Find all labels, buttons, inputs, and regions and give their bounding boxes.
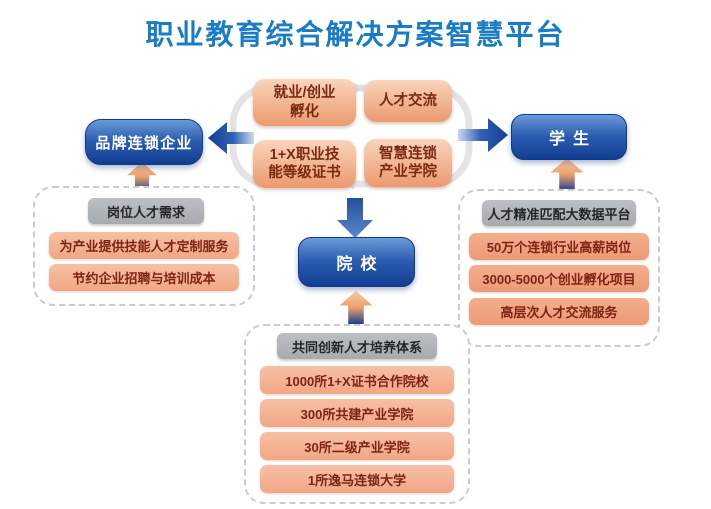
hub-college: 院校 bbox=[298, 237, 415, 287]
cycle-box-employment-incubation: 就业/创业 孵化 bbox=[253, 79, 356, 126]
arrow-up-from-left-group bbox=[127, 162, 157, 192]
cycle-box-smart-chain-college: 智慧连锁 产业学院 bbox=[364, 139, 452, 187]
hub-label: 品牌连锁企业 bbox=[95, 134, 193, 152]
hub-label: 学生 bbox=[548, 131, 597, 148]
hub-brand-chain-enterprise: 品牌连锁企业 bbox=[85, 119, 203, 165]
panel-header: 人才精准匹配大数据平台 bbox=[482, 200, 636, 226]
panel-header: 岗位人才需求 bbox=[88, 198, 204, 224]
panel-item: 30所二级产业学院 bbox=[260, 432, 454, 460]
arrow-up-from-right-group bbox=[550, 158, 584, 191]
panel-item: 3000-5000个创业孵化项目 bbox=[469, 265, 649, 292]
panel-item: 50万个连锁行业高薪岗位 bbox=[469, 233, 649, 260]
panel-item: 300所共建产业学院 bbox=[260, 399, 454, 427]
cycle-box-1x-certificate: 1+X职业技 能等级证书 bbox=[253, 140, 356, 188]
page-title: 职业教育综合解决方案智慧平台 bbox=[145, 19, 566, 50]
arrow-right-to-student bbox=[458, 118, 508, 152]
hub-student: 学生 bbox=[511, 114, 627, 160]
arrow-down-to-college bbox=[337, 198, 373, 238]
panel-item: 1000所1+X证书合作院校 bbox=[260, 366, 454, 394]
arrow-left-to-enterprise bbox=[208, 122, 254, 154]
panel-right-student-value: 人才精准匹配大数据平台 50万个连锁行业高薪岗位 3000-5000个创业孵化项… bbox=[458, 189, 660, 347]
panel-header: 共同创新人才培养体系 bbox=[277, 333, 437, 359]
hub-label: 院校 bbox=[336, 256, 385, 273]
panel-bottom-college-value: 共同创新人才培养体系 1000所1+X证书合作院校 300所共建产业学院 30所… bbox=[244, 324, 470, 504]
panel-item: 1所逸马连锁大学 bbox=[260, 465, 454, 493]
arrow-up-from-bottom-group bbox=[339, 291, 373, 324]
panel-item: 节约企业招聘与培训成本 bbox=[49, 264, 239, 291]
panel-left-enterprise-value: 岗位人才需求 为产业提供技能人才定制服务 节约企业招聘与培训成本 bbox=[33, 186, 255, 306]
panel-item: 高层次人才交流服务 bbox=[469, 298, 649, 325]
cycle-box-talent-exchange: 人才交流 bbox=[364, 80, 452, 122]
panel-item: 为产业提供技能人才定制服务 bbox=[49, 232, 239, 259]
